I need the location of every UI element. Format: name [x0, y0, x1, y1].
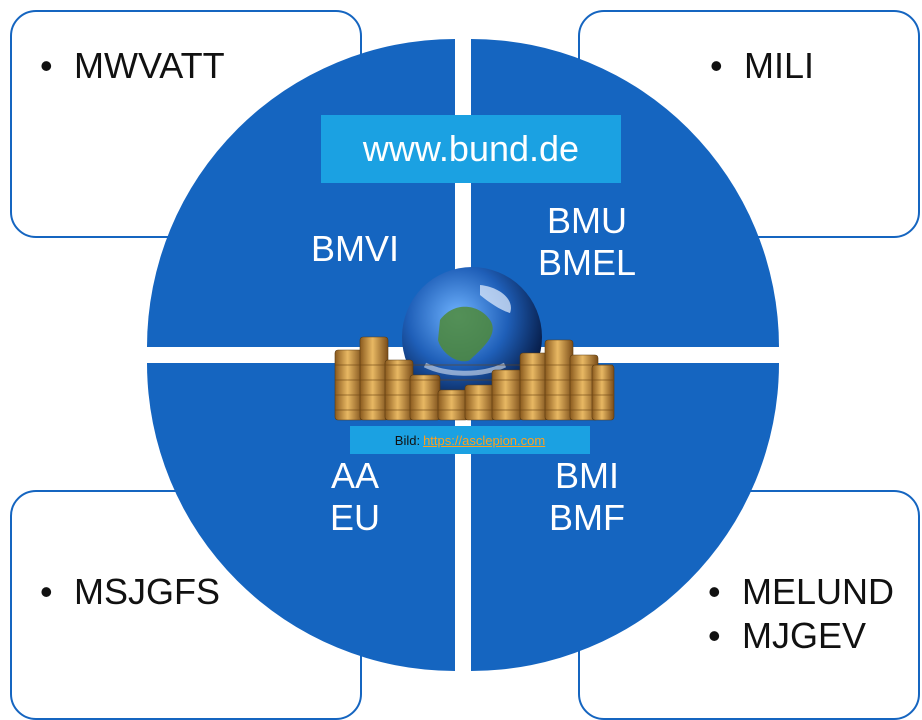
corner-list: MWVATT [40, 44, 225, 88]
list-item: MWVATT [40, 44, 225, 88]
list-item: MSJGFS [40, 570, 220, 614]
image-credit: Bild: https://asclepion.com [350, 426, 590, 454]
list-item: MELUND [708, 570, 894, 614]
quadrant-label-top-right: BMU BMEL [487, 200, 687, 284]
label-line: BMU [547, 200, 627, 241]
list-item: MILI [710, 44, 814, 88]
label-line: AA [330, 455, 380, 496]
quadrant-label-bottom-left: AA EU [255, 455, 455, 539]
label-line: BMVI [310, 228, 399, 269]
label-line: BMF [549, 497, 625, 538]
url-banner: www.bund.de [321, 115, 621, 183]
credit-link[interactable]: https://asclepion.com [423, 432, 546, 448]
globe-with-coin-stacks-icon [334, 267, 615, 421]
quadrant-label-bottom-right: BMI BMF [487, 455, 687, 539]
label-line: BMI [554, 455, 619, 496]
corner-list: MILI [710, 44, 814, 88]
label-line: BMEL [537, 242, 637, 283]
corner-list: MSJGFS [40, 570, 220, 614]
quadrant-label-top-left: BMVI [255, 228, 455, 270]
banner-text: www.bund.de [362, 128, 580, 169]
label-line: EU [329, 497, 380, 538]
list-item: MJGEV [708, 614, 894, 658]
credit-prefix: Bild: [394, 432, 421, 448]
corner-list: MELUND MJGEV [708, 570, 894, 658]
